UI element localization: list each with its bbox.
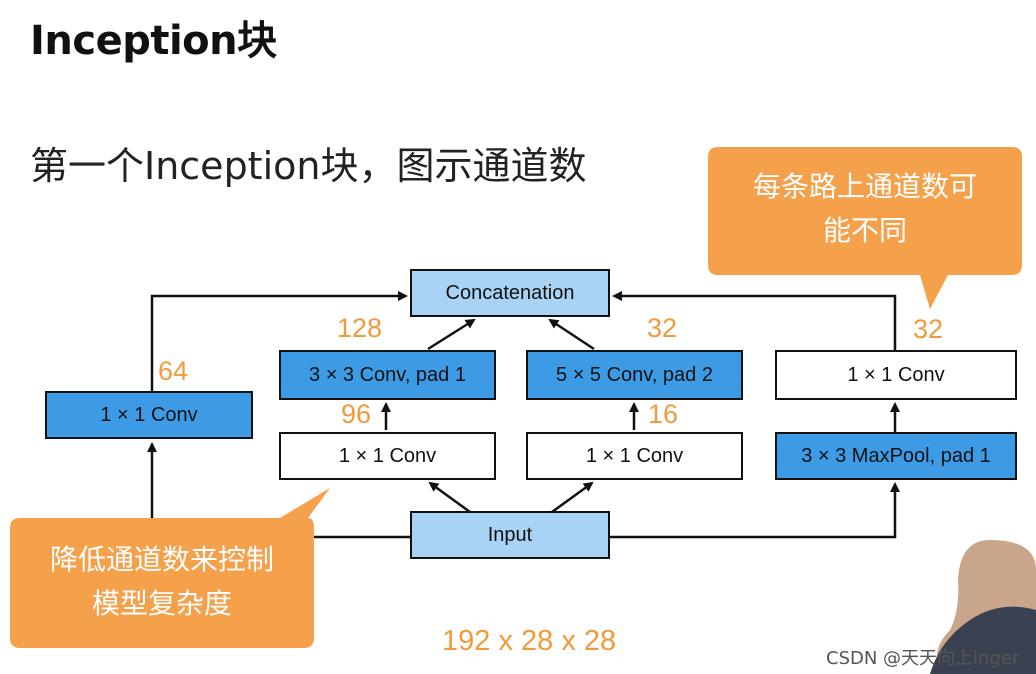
path4-pool-box: 3 × 3 MaxPool, pad 1 [775, 432, 1017, 480]
arrow-input-to-path3 [551, 481, 594, 514]
path3-reduce-channels: 16 [648, 399, 679, 429]
slide-title: Inception块 [30, 18, 277, 64]
concatenation-box: Concatenation [410, 269, 610, 317]
path4-channels: 32 [913, 314, 944, 344]
presenter-video-overlay [930, 540, 1036, 674]
arrow-input-to-path4 [610, 482, 900, 539]
path2-channels: 128 [337, 313, 383, 343]
slide-subtitle: 第一个Inception块，图示通道数 [30, 144, 587, 188]
path4-conv-box: 1 × 1 Conv [775, 350, 1017, 400]
path2-conv-box: 3 × 3 Conv, pad 1 [279, 350, 496, 400]
path2-reduce-channels: 96 [341, 399, 372, 429]
input-box: Input [410, 511, 610, 559]
arrow-path4-to-concat [612, 291, 897, 350]
path2-reduce-box: 1 × 1 Conv [279, 432, 496, 480]
arrow-input-to-path2 [428, 481, 471, 514]
path1-channels: 64 [158, 356, 189, 386]
path3-channels: 32 [647, 313, 678, 343]
path1-conv-box: 1 × 1 Conv [45, 391, 253, 439]
callout-bottom-left-line2: 模型复杂度 [91, 587, 232, 620]
arrow-path2-to-concat [427, 318, 476, 351]
path3-conv-box: 5 × 5 Conv, pad 2 [526, 350, 743, 400]
path3-reduce-box: 1 × 1 Conv [526, 432, 743, 480]
callout-bottom-left-bubble [10, 488, 330, 648]
callout-bottom-left-line1: 降低通道数来控制 [49, 543, 274, 576]
arrow-path3-to-concat [548, 318, 595, 351]
callout-top-right-line2: 能不同 [822, 214, 907, 247]
input-shape-label: 192 x 28 x 28 [442, 625, 617, 657]
arrow-path1-to-concat [150, 291, 408, 391]
watermark: CSDN @天天向上inger [826, 648, 1020, 669]
callout-bottom-left: 降低通道数来控制 模型复杂度 [10, 538, 314, 626]
callout-top-right-bubble [708, 147, 1022, 309]
callout-top-right-line1: 每条路上通道数可 [752, 170, 977, 203]
callout-top-right: 每条路上通道数可 能不同 [708, 165, 1022, 253]
